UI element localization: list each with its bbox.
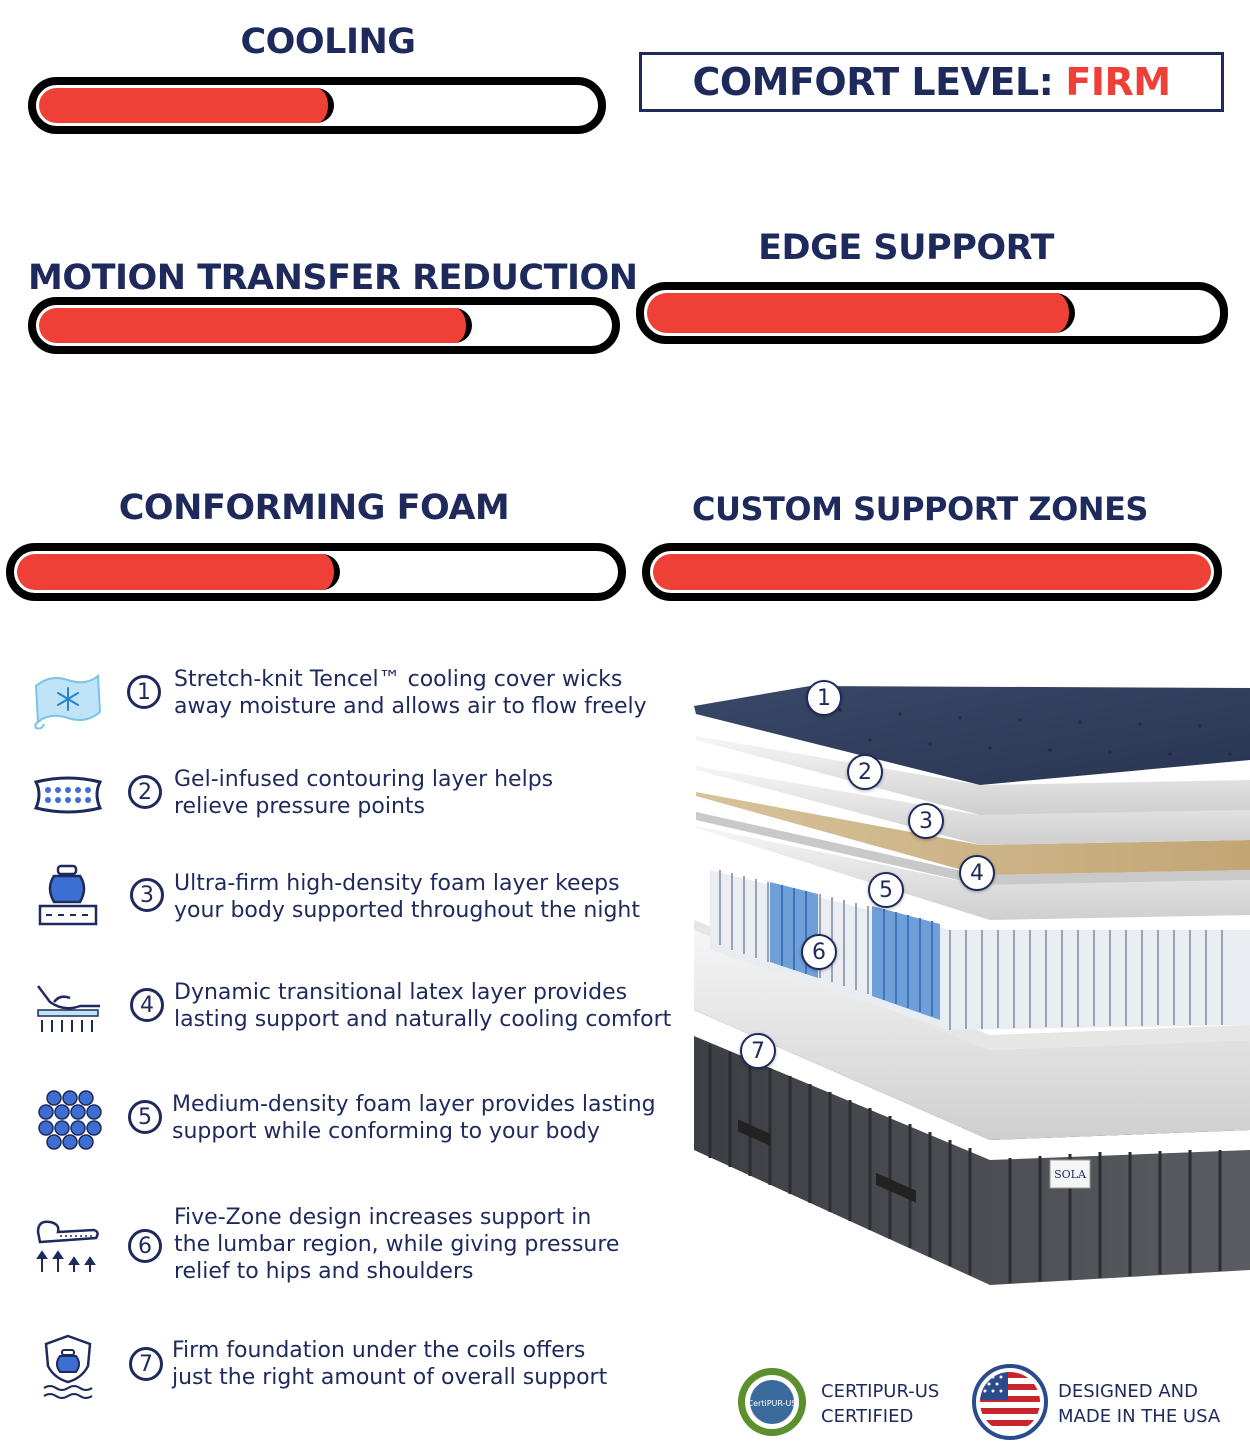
usa-flag-icon [972, 1364, 1048, 1440]
meter-conforming-foam [6, 543, 626, 601]
layer-badge: 1 [806, 680, 842, 716]
base-layer [694, 1036, 1250, 1285]
feature-number-badge: 6 [128, 1229, 162, 1263]
feature-row-4: 4 Dynamic transitional latex layer provi… [0, 972, 680, 1052]
feature-line: Stretch-knit Tencel™ cooling cover wicks [174, 667, 623, 692]
comfort-level-value: FIRM [1065, 60, 1171, 104]
layer-badge: 2 [847, 754, 883, 790]
foam-layer [696, 736, 1250, 815]
pocket-coil-layer [710, 870, 1250, 1030]
meter-fill-conforming-foam [17, 554, 340, 590]
base-handle [876, 1172, 916, 1203]
meter-title-edge-support: EDGE SUPPORT [758, 228, 1054, 268]
meter-motion-transfer-reduction [28, 297, 620, 354]
cert-line: CERTIPUR-US [821, 1381, 940, 1402]
meter-cooling [28, 77, 606, 134]
feature-line: relieve pressure points [174, 794, 425, 819]
feature-line: lasting support and naturally cooling co… [174, 1007, 672, 1032]
feature-line: your body supported throughout the night [174, 898, 640, 923]
feature-line: Ultra-firm high-density foam layer keeps [174, 871, 620, 896]
cert-line: DESIGNED AND [1058, 1381, 1198, 1402]
layer-badge: 6 [801, 934, 837, 970]
feature-line: Medium-density foam layer provides lasti… [172, 1092, 656, 1117]
feature-description: Firm foundation under the coils offers j… [172, 1337, 672, 1391]
base-handle [738, 1119, 770, 1146]
feature-row-3: 3 Ultra-firm high-density foam layer kee… [0, 862, 680, 942]
cert-certipur-text: CERTIPUR-US CERTIFIED [821, 1379, 939, 1429]
feature-row-2: 2 Gel-infused contouring layer helps rel… [0, 760, 680, 840]
feature-row-7: 7 Firm foundation under the coils offers… [0, 1330, 680, 1410]
cooling-fabric-icon [34, 673, 102, 730]
feature-line: Firm foundation under the coils offers [172, 1338, 586, 1363]
feature-description: Five-Zone design increases support in th… [174, 1204, 674, 1285]
feature-number-badge: 2 [128, 775, 162, 809]
certipur-seal-icon: CertiPUR-US [738, 1368, 806, 1436]
layer-badge: 4 [959, 855, 995, 891]
feature-row-1: 1 Stretch-knit Tencel™ cooling cover wic… [0, 660, 680, 740]
cooling-cover-layer [694, 686, 1250, 785]
feature-line: the lumbar region, while giving pressure [174, 1232, 620, 1257]
cert-line: CERTIFIED [821, 1406, 914, 1427]
feature-number-badge: 4 [130, 988, 164, 1022]
layer-badge: 7 [740, 1033, 776, 1069]
latex-layer [696, 792, 1250, 875]
feature-number-badge: 5 [128, 1100, 162, 1134]
brand-label [1049, 1159, 1091, 1189]
comfort-level-label: COMFORT LEVEL: [692, 60, 1054, 104]
layer-badge: 5 [868, 872, 904, 908]
cert-line: MADE IN THE USA [1058, 1406, 1221, 1427]
weight-foam-icon [38, 864, 98, 926]
feature-line: support while conforming to your body [172, 1119, 600, 1144]
meter-custom-support-zones [642, 543, 1222, 601]
meter-fill-cooling [39, 88, 334, 123]
feature-description: Gel-infused contouring layer helps relie… [174, 766, 674, 820]
feature-row-5: 5 Medium-density foam layer provides las… [0, 1084, 680, 1164]
body-zones-icon [36, 1220, 99, 1272]
meter-title-custom-support-zones: CUSTOM SUPPORT ZONES [692, 490, 1148, 528]
meter-title-motion-transfer-reduction: MOTION TRANSFER REDUCTION [28, 258, 638, 298]
feature-description: Ultra-firm high-density foam layer keeps… [174, 870, 674, 924]
feature-line: relief to hips and shoulders [174, 1259, 474, 1284]
feature-line: Five-Zone design increases support in [174, 1205, 592, 1230]
meter-fill-motion-transfer-reduction [39, 308, 472, 343]
feature-description: Dynamic transitional latex layer provide… [174, 979, 674, 1033]
comfort-level-box: COMFORT LEVEL: FIRM [639, 52, 1224, 112]
mattress-layers-illustration: SOLA [694, 686, 1250, 1285]
feature-line: Dynamic transitional latex layer provide… [174, 980, 628, 1005]
coil-cluster-icon [38, 1090, 102, 1150]
gel-layer-icon [33, 776, 103, 814]
feature-line: away moisture and allows air to flow fre… [174, 694, 647, 719]
meter-title-cooling: COOLING [240, 22, 416, 62]
latex-support-icon [37, 985, 100, 1032]
meter-fill-custom-support-zones [653, 554, 1211, 590]
meter-fill-edge-support [647, 293, 1075, 333]
feature-description: Medium-density foam layer provides lasti… [172, 1091, 672, 1145]
feature-row-6: 6 Five-Zone design increases support in … [0, 1204, 680, 1294]
certipur-seal-text: CertiPUR-US [748, 1399, 797, 1408]
feature-line: just the right amount of overall support [172, 1365, 608, 1390]
feature-number-badge: 1 [127, 675, 161, 709]
foam-layer [696, 766, 1250, 845]
feature-number-badge: 7 [129, 1347, 163, 1381]
feature-description: Stretch-knit Tencel™ cooling cover wicks… [174, 666, 674, 720]
brand-label-text: SOLA [1054, 1168, 1087, 1181]
feature-number-badge: 3 [130, 878, 164, 912]
cert-usa-text: DESIGNED AND MADE IN THE USA [1058, 1379, 1220, 1429]
feature-line: Gel-infused contouring layer helps [174, 767, 554, 792]
foam-layer [696, 826, 1250, 920]
meter-title-conforming-foam: CONFORMING FOAM [118, 488, 510, 528]
layer-badge: 3 [908, 803, 944, 839]
meter-edge-support [636, 282, 1228, 344]
shield-foundation-icon [43, 1334, 93, 1399]
